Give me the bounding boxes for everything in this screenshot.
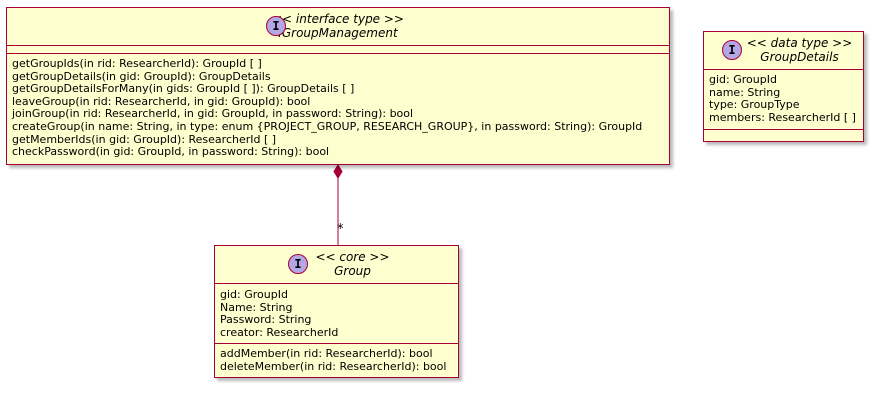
- method-item: leaveGroup(in rid: ResearcherId, in gid:…: [12, 94, 311, 108]
- groupdetails-header: I << data type >> GroupDetails: [704, 32, 863, 64]
- method-item: addMember(in rid: ResearcherId): bool: [220, 347, 433, 360]
- attributes-separator: [215, 283, 458, 284]
- interface-badge-icon: I: [288, 254, 308, 274]
- groupdetails-name: GroupDetails: [760, 50, 839, 64]
- field-item: gid: GroupId: [709, 73, 777, 86]
- groupdetails-class[interactable]: I << data type >> GroupDetails gid: Grou…: [703, 31, 864, 142]
- method-item: getMemberIds(in gid: GroupId): Researche…: [12, 132, 277, 146]
- methods-separator: [704, 129, 863, 130]
- method-item: getGroupIds(in rid: ResearcherId): Group…: [12, 57, 262, 70]
- groupdetails-fields: gid: GroupId name: String type: GroupTyp…: [709, 73, 860, 124]
- method-item: checkPassword(in gid: GroupId, in passwo…: [12, 145, 330, 159]
- attributes-separator: [704, 69, 863, 70]
- group-fields: gid: GroupId Name: String Password: Stri…: [220, 288, 455, 339]
- group-methods: addMember(in rid: ResearcherId): bool de…: [220, 347, 455, 373]
- attributes-separator: [7, 45, 669, 46]
- method-item: joinGroup(in rid: ResearcherId, in gid: …: [12, 107, 414, 121]
- method-item: getGroupDetails(in gid: GroupId): GroupD…: [12, 69, 271, 83]
- igroupmanagement-methods: getGroupIds(in rid: ResearcherId): Group…: [12, 57, 666, 159]
- group-name: Group: [334, 264, 371, 278]
- igroupmanagement-class[interactable]: I << interface type >> IGroupManagement …: [6, 7, 670, 165]
- groupdetails-stereotype: << data type >>: [746, 36, 853, 50]
- igroupmanagement-stereotype: << interface type >>: [272, 12, 404, 26]
- interface-badge-icon: I: [722, 40, 742, 60]
- field-item: gid: GroupId: [220, 288, 288, 301]
- method-item: deleteMember(in rid: ResearcherId): bool: [220, 359, 447, 373]
- composition-diamond: [333, 164, 343, 179]
- group-header: I << core >> Group: [215, 246, 458, 278]
- field-item: Name: String: [220, 300, 293, 314]
- group-class[interactable]: I << core >> Group gid: GroupId Name: St…: [214, 245, 459, 378]
- field-item: name: String: [709, 85, 781, 99]
- field-item: creator: ResearcherId: [220, 325, 339, 339]
- field-item: type: GroupType: [709, 98, 800, 112]
- method-item: getGroupDetailsForMany(in gids: GroupId …: [12, 82, 355, 96]
- multiplicity-label: *: [337, 222, 344, 237]
- methods-separator: [215, 343, 458, 344]
- field-item: Password: String: [220, 313, 312, 327]
- group-stereotype: << core >>: [315, 250, 390, 264]
- method-item: createGroup(in name: String, in type: en…: [12, 119, 643, 133]
- igroupmanagement-header: I << interface type >> IGroupManagement: [7, 8, 669, 40]
- interface-badge-icon: I: [266, 16, 286, 36]
- methods-separator: [7, 53, 669, 54]
- field-item: members: ResearcherId [ ]: [709, 110, 856, 124]
- igroupmanagement-name: IGroupManagement: [278, 26, 398, 40]
